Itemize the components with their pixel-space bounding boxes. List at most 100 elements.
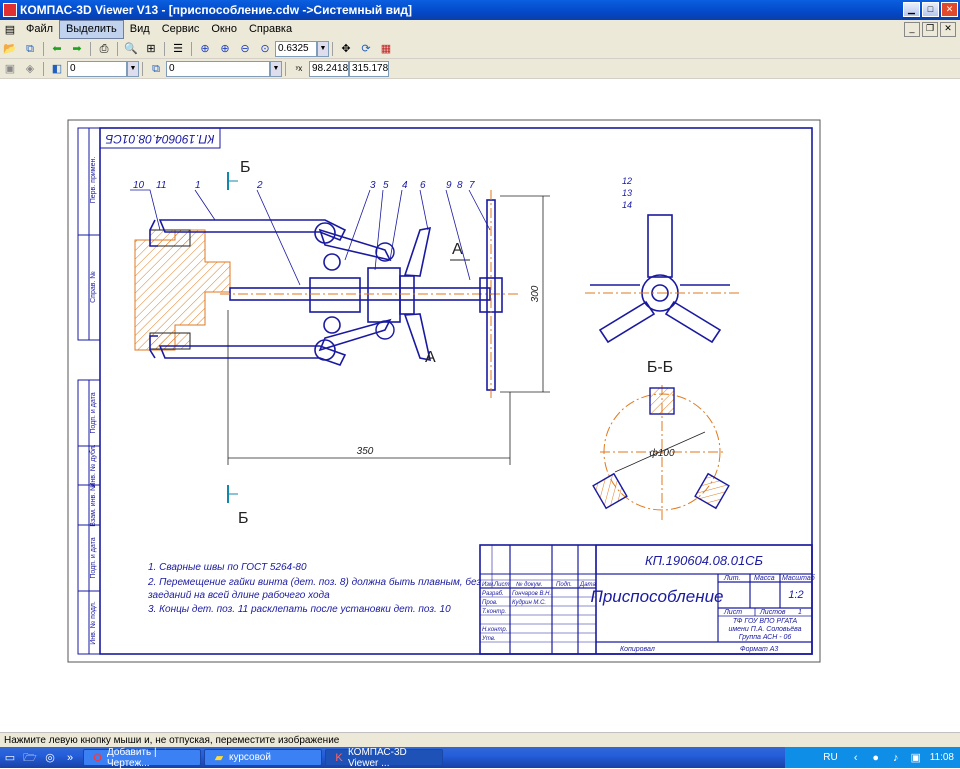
lower-bolt [375,320,395,340]
upper-jaw-hook [149,219,158,247]
technical-notes: 1. Сварные швы по ГОСТ 5264-80 2. Переме… [147,562,481,615]
side-col-label: Взам. инв. № [90,483,97,526]
note-line: заеданий на всей длине рабочего хода [147,589,330,601]
layers-icon[interactable]: ☰ [173,42,183,55]
side-col-label: Инв. № подл. [90,601,97,645]
state-icon-2[interactable]: ◈ [25,62,35,75]
callout-label: 11 [156,180,166,191]
system-tray: RU ‹ ● ♪ ▣ 11:08 [785,747,960,768]
tb-header-cell: Подп. [556,582,572,588]
upper-pivot [314,222,336,244]
callout-label: 13 [622,188,632,198]
zoom-out-icon[interactable]: ⊖ [240,42,250,55]
zoom-dropdown[interactable]: ▼ [317,40,329,57]
lower-jaw [158,345,347,366]
section-bb-jaw-top [649,387,675,415]
style-icon[interactable]: ⧉ [152,62,160,75]
forward-arrow-icon[interactable]: ➡ [72,42,82,55]
print-icon[interactable]: ⎙ [99,42,109,55]
style-dropdown[interactable]: ▼ [270,60,282,77]
layer-field[interactable]: 0 [67,60,127,77]
zoom-value-field[interactable]: 0.6325 [275,40,317,57]
preview-icon[interactable]: 🔍 [124,42,138,55]
section-bb-jaw-left [592,472,628,510]
quicklaunch-expand-icon[interactable]: » [66,751,74,764]
side-view-jaw-right [664,300,722,344]
tb-role: Утв. [481,636,496,642]
lower-wing-handle [403,313,432,362]
zoom-scale-icon[interactable]: ⊙ [260,42,270,55]
doc-close-button[interactable]: ✕ [940,22,956,37]
layer-state-icon[interactable]: ◧ [51,62,63,75]
tb-role: Т.контр. [482,609,506,615]
drawing-workspace[interactable]: Перв. примен. Справ. № Подп. и дата Инв.… [0,80,960,732]
taskbar-item-label: Добавить | Чертеж... [107,746,157,769]
section-label-bottom: Б [238,510,249,527]
taskbar-item-opera[interactable]: O Добавить | Чертеж... [83,746,201,769]
menu-service[interactable]: Сервис [161,23,200,35]
quicklaunch-browser-icon[interactable]: ◎ [45,751,55,764]
properties-icon[interactable]: ⊞ [146,42,156,55]
opera-icon: O [93,751,102,764]
title-block-code: КП.190604.08.01СБ [645,553,764,568]
open-folder-icon[interactable]: 📂 [3,42,17,55]
menu-window[interactable]: Окно [211,23,237,35]
toolbar-separator [332,41,333,56]
language-indicator[interactable]: RU [823,752,838,763]
menu-help[interactable]: Справка [248,23,293,35]
callout-label: 8 [457,180,463,191]
tray-volume-icon[interactable]: ♪ [892,751,899,764]
library-icon[interactable]: ⧉ [26,42,34,55]
zoom-in-icon[interactable]: ⊕ [220,42,230,55]
callout-label: 14 [622,200,632,210]
callout-label: 3 [370,180,376,191]
callout-label: 1 [195,180,201,191]
washer [399,275,415,315]
style-field[interactable]: 0 [166,60,270,77]
callout-label: 9 [446,180,452,191]
show-desktop-icon[interactable]: ▭ [4,751,16,764]
side-col-label: Подп. и дата [90,392,97,433]
coord-y-field[interactable]: 315.178 [349,60,389,77]
taskbar-item-folder[interactable]: ▰ курсовой [204,749,322,766]
refresh-icon[interactable]: ⟳ [361,42,371,55]
close-button[interactable]: ✕ [941,2,958,17]
note-line: 2. Перемещение гайки винта (дет. поз. 8)… [147,576,481,588]
taskbar-item-kompas[interactable]: K КОМПАС-3D Viewer ... [325,747,443,769]
coord-x-field[interactable]: 98.2418 [309,60,349,77]
tray-arrow-icon[interactable]: ‹ [853,751,858,764]
drawing-canvas[interactable]: Перв. примен. Справ. № Подп. и дата Инв.… [0,80,960,732]
callout-label: 7 [469,180,475,191]
menu-select[interactable]: Выделить [59,20,124,39]
section-bb-diameter: ф100 [649,447,674,459]
dim-350-value: 350 [357,446,374,457]
state-icon[interactable]: ▣ [4,62,16,75]
current-state-toolbar: ▣ ◈ ◧ 0 ▼ ⧉ 0 ▼ ʸx 98.2418 315.178 [0,59,960,79]
zoom-window-icon[interactable]: ⊕ [200,42,210,55]
layer-dropdown[interactable]: ▼ [127,60,139,77]
kompas-icon: K [335,751,343,764]
sheet-border [67,119,821,663]
doc-restore-button[interactable]: ❐ [922,22,938,37]
minimize-button[interactable]: ▁ [903,2,920,17]
tb-header-cell: Изм. [482,582,495,588]
maximize-button[interactable]: □ [922,2,939,17]
callout-label: 2 [256,180,263,191]
dim-300-value: 300 [530,285,541,302]
toolbar-separator [191,41,192,56]
toolbar-separator [142,61,143,76]
doc-minimize-button[interactable]: _ [904,22,920,37]
manager-icon[interactable]: ▦ [380,42,392,55]
back-arrow-icon[interactable]: ⬅ [52,42,62,55]
menu-view[interactable]: Вид [129,23,150,35]
tray-network-icon[interactable]: ● [872,751,880,764]
quicklaunch-explorer-icon[interactable]: 🗁 [23,751,37,764]
pan-icon[interactable]: ✥ [341,42,351,55]
tb-person: Гончаров В.Н. [512,591,551,597]
callout-label: 10 [133,180,145,191]
tb-sheets-value: 1 [798,609,802,616]
menu-file[interactable]: Файл [26,23,54,35]
tray-app-icon[interactable]: ▣ [910,751,921,764]
upper-bolt [375,242,395,262]
lower-link-pin [323,316,341,334]
